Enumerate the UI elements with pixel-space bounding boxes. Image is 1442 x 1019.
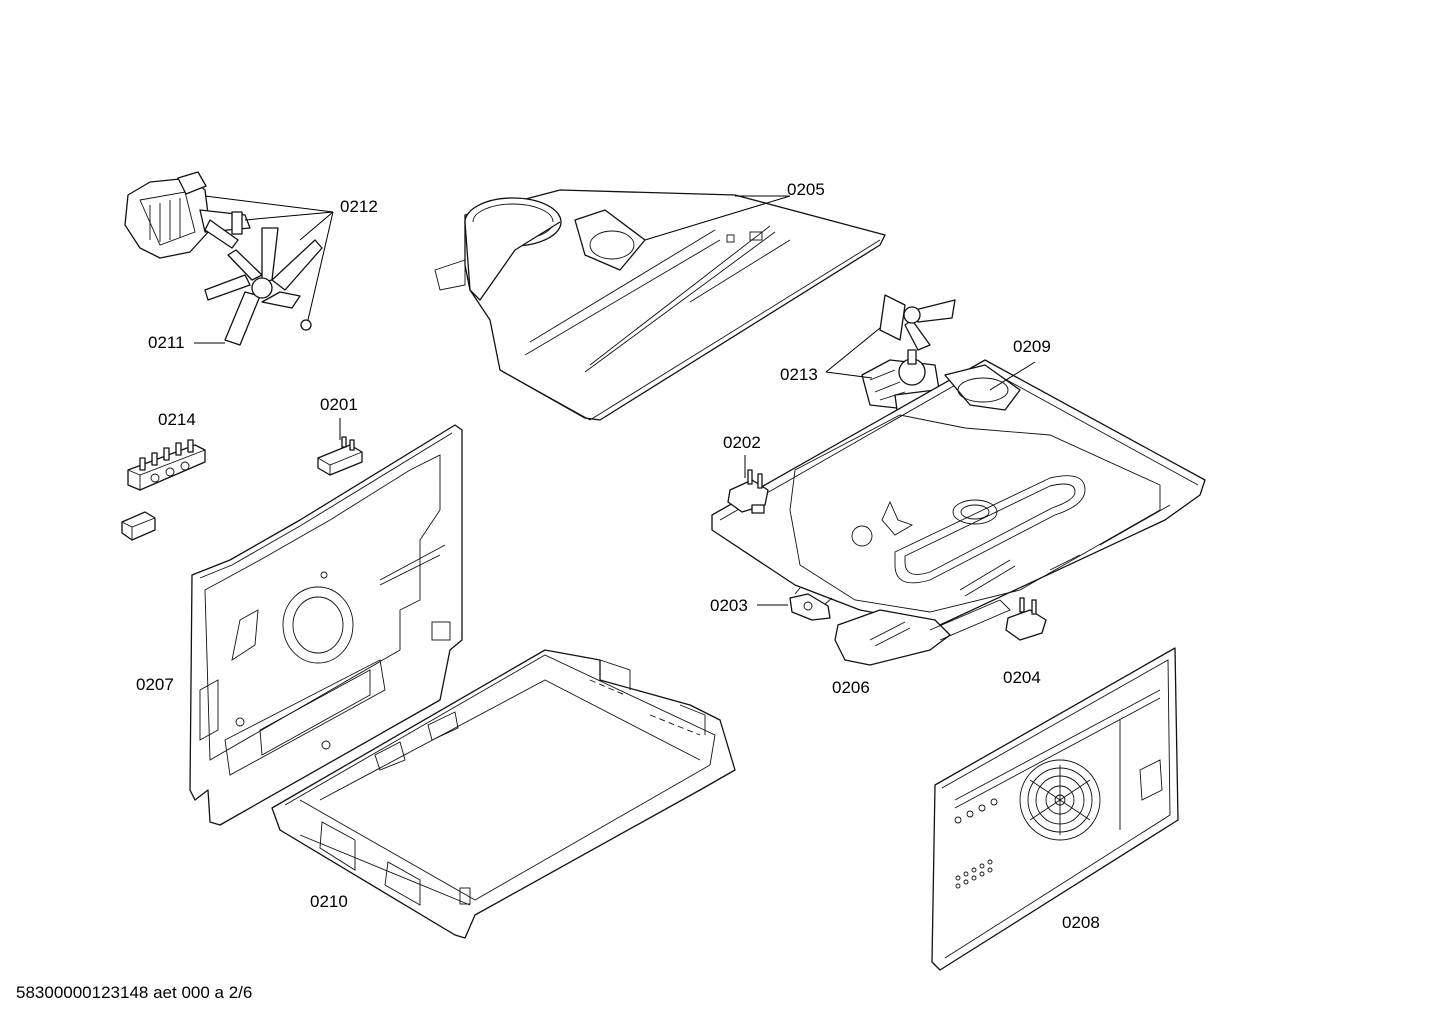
label-0204: 0204 <box>1003 668 1041 687</box>
label-0212: 0212 <box>340 197 378 216</box>
bottom-tray-0210 <box>271 649 736 939</box>
connector-0201 <box>317 436 363 476</box>
label-0208: 0208 <box>1062 913 1100 932</box>
label-0206: 0206 <box>832 678 870 697</box>
footer-doc-code: 58300000123148 aet 000 a 2/6 <box>16 983 252 1002</box>
rear-panel-0207 <box>189 424 463 826</box>
label-0209: 0209 <box>1013 337 1051 356</box>
label-0214: 0214 <box>158 410 196 429</box>
thermostat-0204 <box>1005 597 1047 641</box>
label-0211: 0211 <box>148 333 185 352</box>
fan-motor-assembly <box>124 171 251 259</box>
fan-blade-0211 <box>204 227 323 346</box>
label-0201: 0201 <box>320 395 358 414</box>
label-0207: 0207 <box>136 675 174 694</box>
heat-shield-0206 <box>834 599 1011 666</box>
terminal-block-0214 <box>121 439 206 541</box>
leader-lines-0211-0212 <box>194 195 334 344</box>
label-0203: 0203 <box>710 596 748 615</box>
label-0210: 0210 <box>310 892 348 911</box>
base-plate-0209 <box>711 359 1206 626</box>
inner-panel-0208 <box>931 647 1179 971</box>
label-0213: 0213 <box>780 365 818 384</box>
thermostat-0202 <box>727 469 769 514</box>
label-0205: 0205 <box>787 180 825 199</box>
bracket-0203 <box>789 587 833 621</box>
duct-cover-0205 <box>434 189 886 421</box>
label-0202: 0202 <box>723 433 761 452</box>
